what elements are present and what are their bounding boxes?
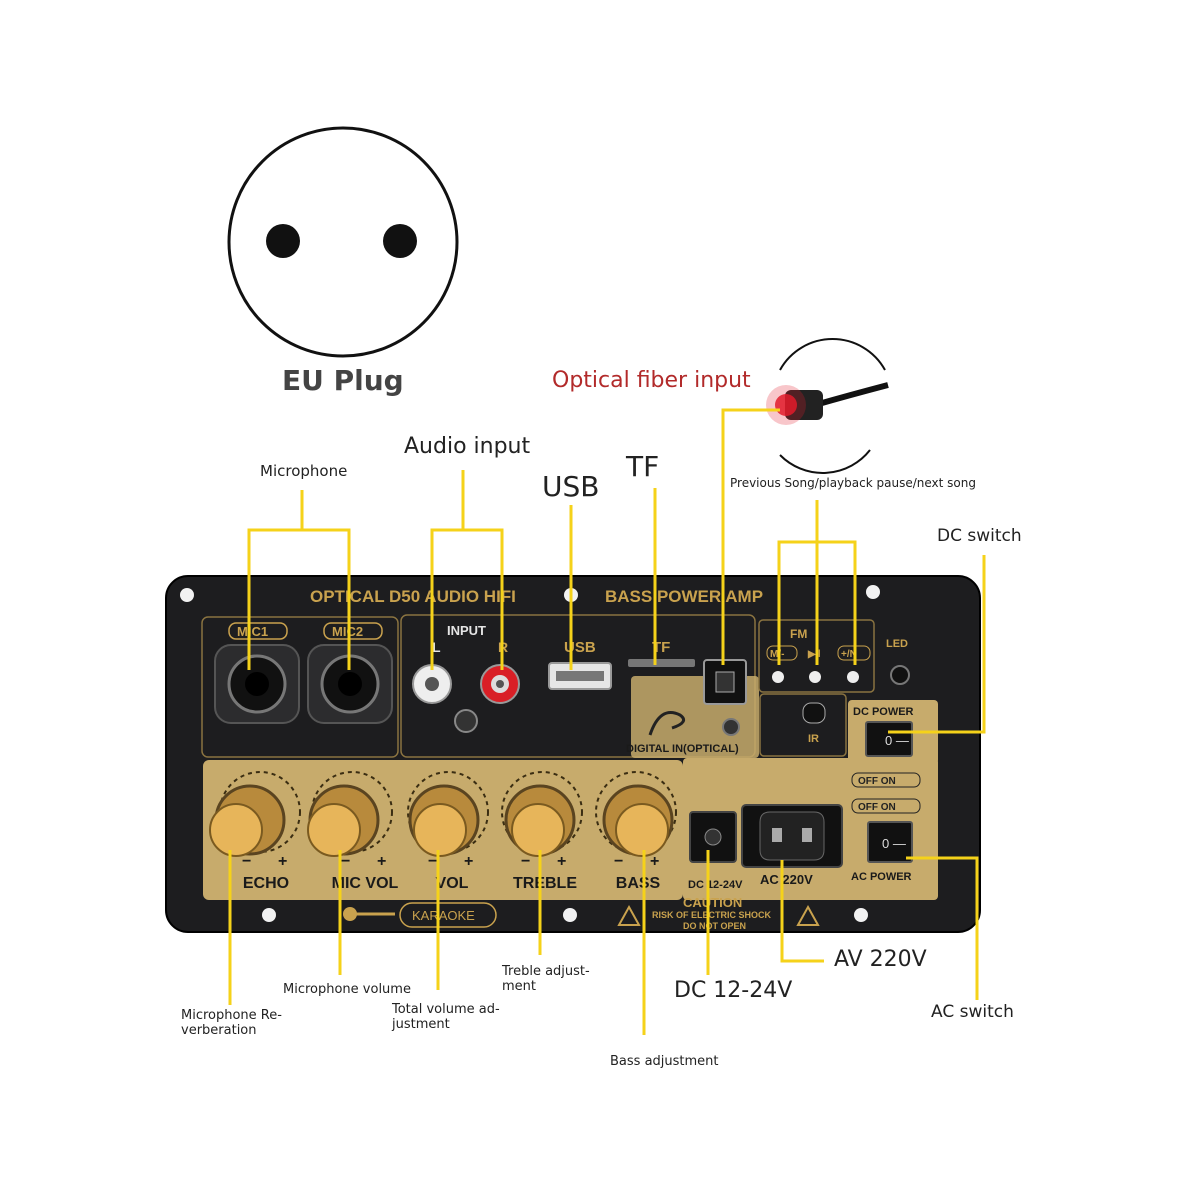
mic2-jack[interactable]: [307, 644, 393, 724]
knob-plus-mark: +: [557, 853, 566, 870]
audio-input-callout: Audio input: [404, 434, 531, 459]
knob-plus-mark: +: [278, 853, 287, 870]
ac-switch-callout: AC switch: [931, 1002, 1014, 1022]
knob-label-mic-vol: MIC VOL: [332, 875, 399, 892]
caution-sub2: DO NOT OPEN: [683, 921, 746, 931]
knob-plus-mark: +: [377, 853, 386, 870]
knob-minus-mark: −: [341, 853, 350, 870]
mount-hole: [854, 908, 868, 922]
input-left-label: L: [432, 639, 441, 655]
panel-title-right: BASS POWER AMP: [605, 587, 763, 606]
knob-minus-mark: −: [242, 853, 251, 870]
mic-reverb-callout: Microphone Re- verberation: [181, 1008, 282, 1038]
eu-plug-pin-left: [266, 224, 300, 258]
mic1-label-box: [228, 622, 288, 640]
ir-section-frame: [759, 693, 847, 757]
tf-panel-label: TF: [652, 639, 670, 656]
knob-echo[interactable]: [209, 771, 301, 857]
knob-label-echo: ECHO: [243, 875, 289, 892]
input-label: INPUT: [447, 623, 486, 638]
total-volume-callout: Total volume ad- justment: [392, 1002, 500, 1032]
eu-plug-face: [227, 126, 459, 358]
usb-callout: USB: [542, 470, 600, 503]
screw: [722, 718, 740, 736]
mount-hole: [866, 585, 880, 599]
microphone-callout: Microphone: [260, 462, 348, 480]
ir-receiver: [802, 702, 826, 724]
knob-plus-mark: +: [650, 853, 659, 870]
knob-label-treble: TREBLE: [513, 875, 577, 892]
off-on-label-2: OFF ON: [858, 802, 896, 813]
mic1-jack[interactable]: [214, 644, 300, 724]
cable-icon: [648, 711, 686, 736]
mount-hole: [262, 908, 276, 922]
knob-minus-mark: −: [614, 853, 623, 870]
usb-panel-label: USB: [564, 639, 596, 656]
mic-icon: [343, 907, 357, 921]
tf-slot[interactable]: [628, 659, 695, 667]
fm-next-label: +/N: [841, 649, 857, 660]
caution-sub1: RISK OF ELECTRIC SHOCK: [652, 910, 772, 920]
knob-vol[interactable]: [407, 771, 489, 857]
dc-switch-callout: DC switch: [937, 526, 1022, 546]
treble-callout: Treble adjust- ment: [502, 964, 590, 994]
knob-plus-mark: +: [464, 853, 473, 870]
rca-left-jack[interactable]: [412, 664, 452, 704]
mic2-label-box: [323, 622, 383, 640]
eu-plug-label: EU Plug: [282, 364, 404, 397]
fm-play-label: ▶‖: [807, 649, 821, 660]
tf-callout: TF: [626, 450, 660, 483]
optical-cable-inset: [766, 338, 889, 474]
dc-voltage-callout: DC 12-24V: [674, 978, 793, 1003]
knob-label-bass: BASS: [616, 875, 661, 892]
dc-power-label: DC POWER: [853, 706, 914, 718]
callout-lines: [228, 408, 986, 1035]
knob-minus-mark: −: [521, 853, 530, 870]
karaoke-badge: [399, 902, 497, 928]
mic-section-frame: [201, 616, 399, 758]
off-on-label-box-1: [851, 772, 921, 788]
screw: [454, 709, 478, 733]
ac-power-label: AC POWER: [851, 871, 912, 883]
ir-label: IR: [808, 733, 819, 745]
panel-title-left: OPTICAL D50 AUDIO HIFI: [310, 587, 516, 606]
knob-bass[interactable]: [595, 771, 677, 857]
off-on-label-1: OFF ON: [858, 776, 896, 787]
fm-play-button[interactable]: [809, 671, 821, 683]
fm-prev-label-box: [766, 645, 798, 661]
mount-hole: [180, 588, 194, 602]
optical-fiber-callout: Optical fiber input: [552, 368, 751, 393]
caution-label: CAUTION: [683, 895, 742, 910]
warning-triangle-right: [796, 904, 820, 926]
karaoke-label: KARAOKE: [412, 908, 475, 923]
mic-volume-callout: Microphone volume: [283, 982, 411, 997]
led-indicator: [890, 665, 910, 685]
svg-text:0 —: 0 —: [885, 733, 909, 748]
svg-text:0 —: 0 —: [882, 836, 906, 851]
ac-power-switch[interactable]: [867, 821, 913, 863]
knob-minus-mark: −: [428, 853, 437, 870]
fm-prev-button[interactable]: [772, 671, 784, 683]
fm-label: FM: [790, 627, 807, 641]
digital-in-label: DIGITAL IN(OPTICAL): [626, 743, 739, 755]
previous-song-callout: Previous Song/playback pause/next song: [730, 476, 976, 490]
av-callout: AV 220V: [834, 947, 927, 972]
knob-mic-vol[interactable]: [307, 771, 393, 857]
rca-right-jack[interactable]: [480, 664, 520, 704]
knob-label-vol: VOL: [436, 875, 469, 892]
fm-prev-label: M/-: [770, 649, 784, 660]
dc-jack-label: DC 12-24V: [688, 879, 743, 891]
mount-hole: [563, 908, 577, 922]
ac-inlet-label: AC 220V: [760, 872, 813, 887]
fm-next-button[interactable]: [847, 671, 859, 683]
warning-triangle-left: [617, 904, 641, 926]
knob-treble[interactable]: [501, 771, 583, 857]
off-on-label-box-2: [851, 798, 921, 814]
bass-callout: Bass adjustment: [610, 1054, 719, 1069]
led-label: LED: [886, 638, 908, 650]
mic1-label: MIC1: [237, 624, 268, 639]
eu-plug-pin-right: [383, 224, 417, 258]
